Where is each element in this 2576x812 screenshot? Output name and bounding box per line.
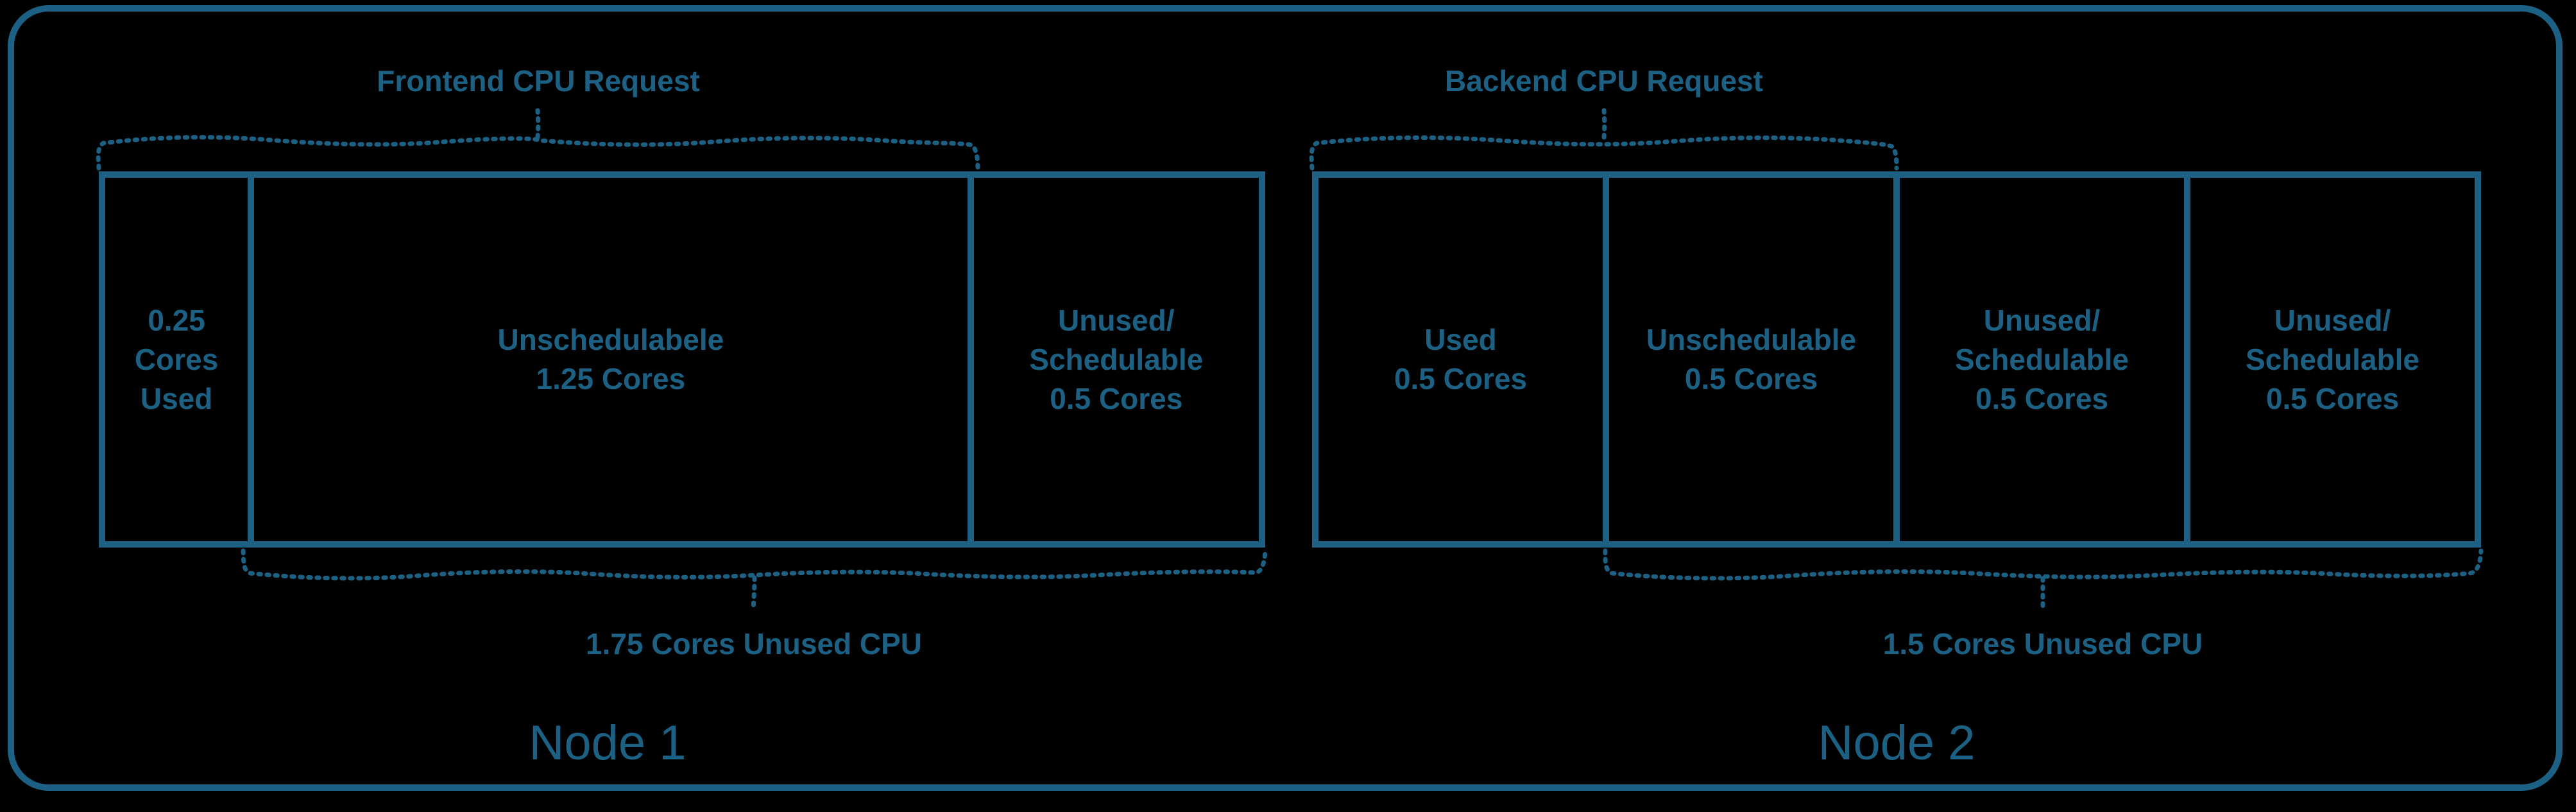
node-1-title: Node 1 (529, 716, 687, 770)
node2-unused-cpu-label: 1.5 Cores Unused CPU (1882, 627, 2203, 661)
node2-segment-unschedulable: Unschedulable 0.5 Cores (1603, 178, 1893, 541)
segment-label: Unschedulabele 1.25 Cores (497, 323, 724, 395)
segment-label: Unschedulable 0.5 Cores (1646, 323, 1857, 395)
node1-unused-cpu-label: 1.75 Cores Unused CPU (585, 627, 923, 661)
cluster-frame (8, 5, 2563, 791)
node2-segment-used: Used 0.5 Cores (1318, 178, 1603, 541)
node-2-cpu-bar: Used 0.5 Cores Unschedulable 0.5 Cores U… (1312, 171, 2481, 548)
node-2-title: Node 2 (1818, 716, 1975, 770)
segment-label: Unused/ Schedulable 0.5 Cores (2246, 303, 2419, 415)
node1-segment-used: 0.25 Cores Used (105, 178, 248, 541)
node2-segment-schedulable-2: Unused/ Schedulable 0.5 Cores (2184, 178, 2475, 541)
node1-segment-unschedulable: Unschedulabele 1.25 Cores (248, 178, 967, 541)
segment-label: Unused/ Schedulable 0.5 Cores (1029, 303, 1204, 415)
backend-cpu-request-label: Backend CPU Request (1445, 64, 1763, 98)
node1-segment-schedulable: Unused/ Schedulable 0.5 Cores (967, 178, 1259, 541)
node-1-cpu-bar: 0.25 Cores Used Unschedulabele 1.25 Core… (99, 171, 1265, 548)
node2-segment-schedulable-1: Unused/ Schedulable 0.5 Cores (1893, 178, 2184, 541)
frontend-cpu-request-label: Frontend CPU Request (377, 64, 700, 98)
segment-label: Unused/ Schedulable 0.5 Cores (1955, 303, 2129, 415)
segment-label: Used 0.5 Cores (1394, 323, 1528, 395)
segment-label: 0.25 Cores Used (134, 303, 219, 415)
